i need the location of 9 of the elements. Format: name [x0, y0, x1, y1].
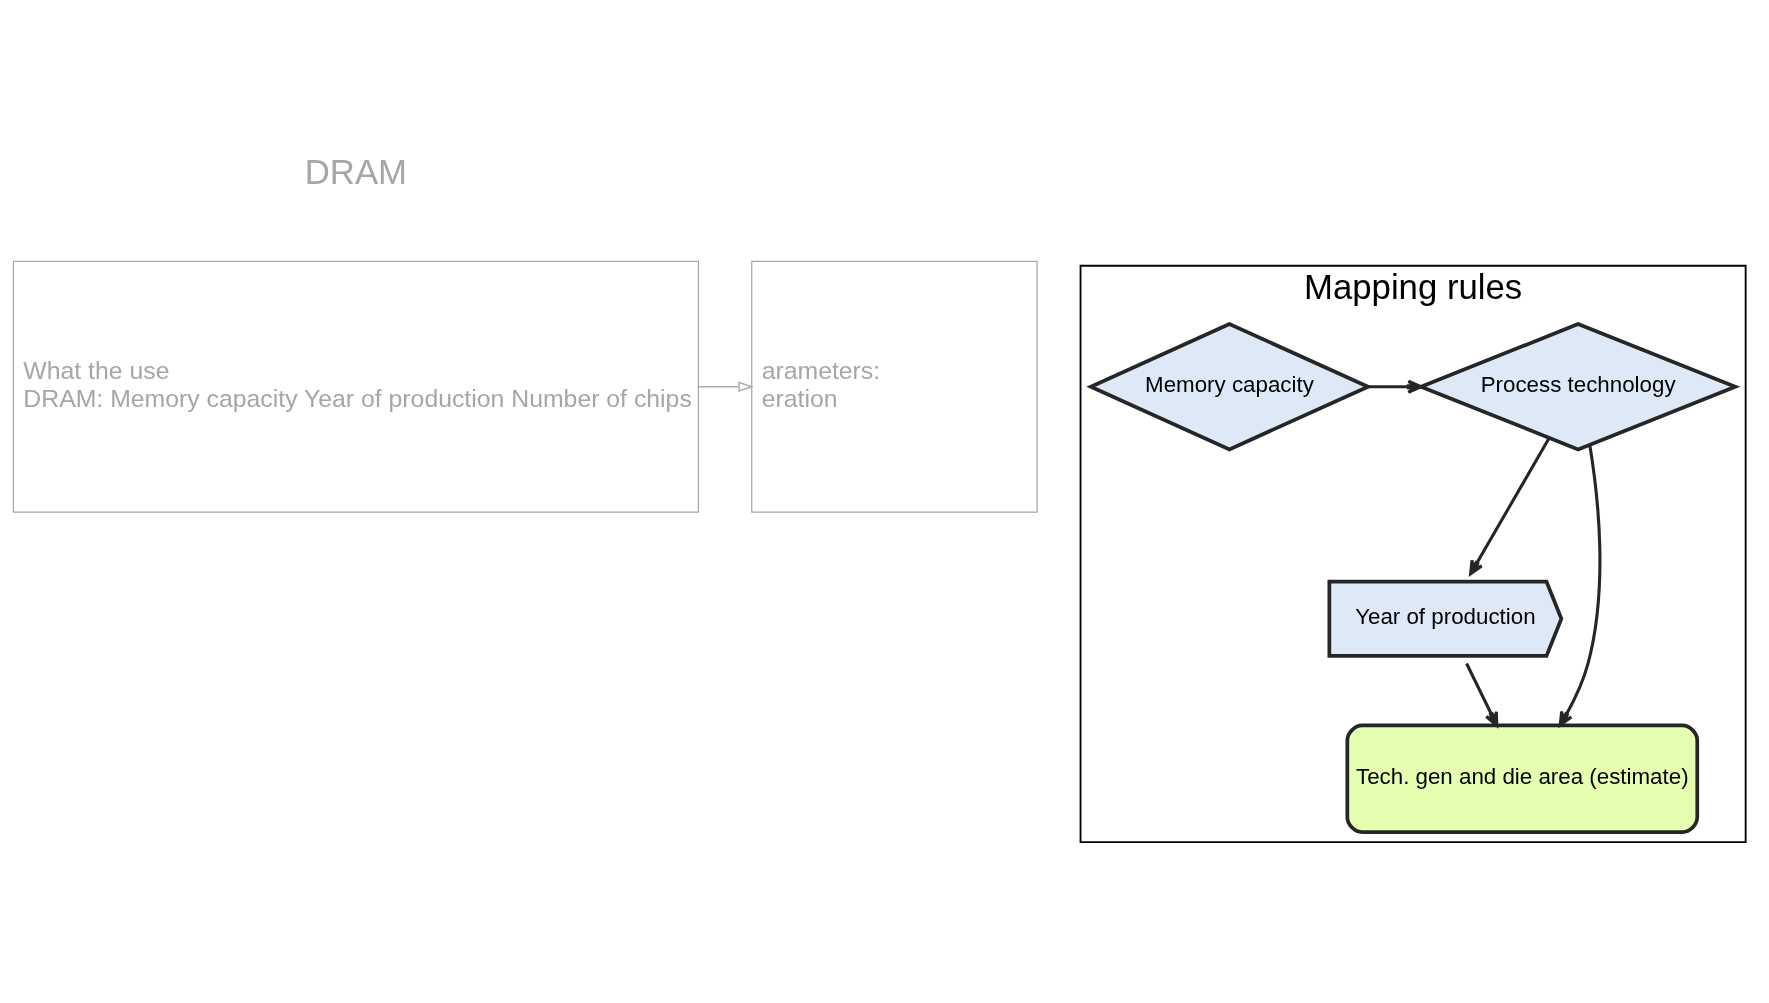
node-box: arameters: eration: [751, 260, 1038, 513]
node-box: What the use DRAM: Memory capacity Year of production Number of chips: [12, 260, 699, 513]
arrow: [1368, 379, 1423, 394]
arrow: [698, 381, 754, 393]
arrow: [1465, 662, 1499, 727]
node-box: Tech. gen and die area (estimate): [1345, 723, 1700, 835]
arrow: [1558, 444, 1602, 727]
arrow: [1469, 437, 1551, 576]
label: DRAM: [304, 152, 408, 191]
